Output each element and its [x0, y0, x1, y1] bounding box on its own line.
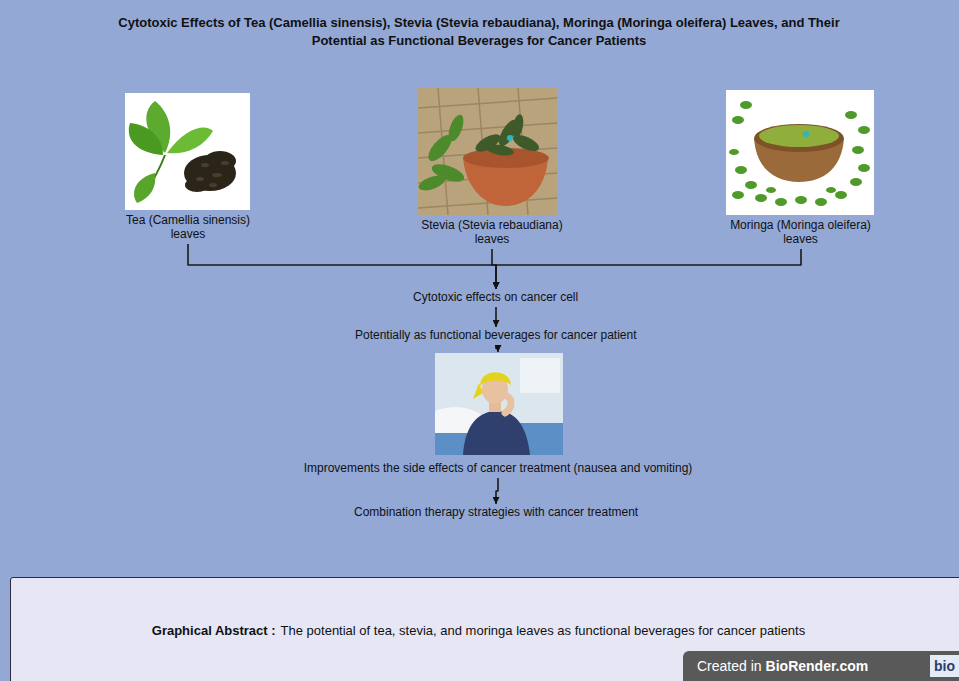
caption-heading: Graphical Abstract :: [152, 623, 276, 638]
diagram-title: Cytotoxic Effects of Tea (Camellia sinen…: [99, 14, 859, 50]
node-text: Moringa (Moringa oleifera) leaves: [718, 218, 883, 246]
watermark-text: Created in: [697, 658, 762, 674]
flow-step: Combination therapy strategies with canc…: [354, 505, 638, 519]
watermark-brand: BioRender.com: [766, 658, 869, 674]
watermark-logo: bio: [930, 655, 959, 677]
flow-arrow: [496, 345, 498, 352]
node-text: Combination therapy strategies with canc…: [354, 505, 638, 519]
watermark-text-area: Created inBioRender.com: [697, 651, 868, 681]
flow-step: Improvements the side effects of cancer …: [288, 353, 708, 475]
flow-arrow: [495, 307, 497, 327]
node-text: Potentially as functional beverages for …: [355, 328, 637, 342]
plant-node: Moringa (Moringa oleifera) leaves: [718, 90, 883, 246]
flow-arrow: [496, 478, 498, 504]
watermark-badge: Created inBioRender.com bio: [683, 651, 959, 681]
patient-illustration: [435, 353, 563, 455]
flow-arrow: [188, 244, 496, 289]
node-text: Cytotoxic effects on cancer cell: [413, 290, 578, 304]
watermark-logo-text: bio: [934, 658, 955, 674]
moringa-illustration: [726, 90, 874, 215]
caption-body: The potential of tea, stevia, and moring…: [281, 623, 806, 638]
plant-node: Stevia (Stevia rebaudiana) leaves: [412, 88, 572, 246]
node-text: Improvements the side effects of cancer …: [288, 461, 708, 475]
flow-step: Potentially as functional beverages for …: [355, 328, 637, 342]
flow-arrow: [496, 249, 801, 289]
flow-step: Cytotoxic effects on cancer cell: [413, 290, 578, 304]
stevia-illustration: [418, 88, 557, 215]
node-text: Tea (Camellia sinensis) leaves: [118, 213, 258, 241]
node-text: Stevia (Stevia rebaudiana) leaves: [412, 218, 572, 246]
tea-illustration: [125, 93, 250, 210]
plant-node: Tea (Camellia sinensis) leaves: [118, 93, 258, 241]
